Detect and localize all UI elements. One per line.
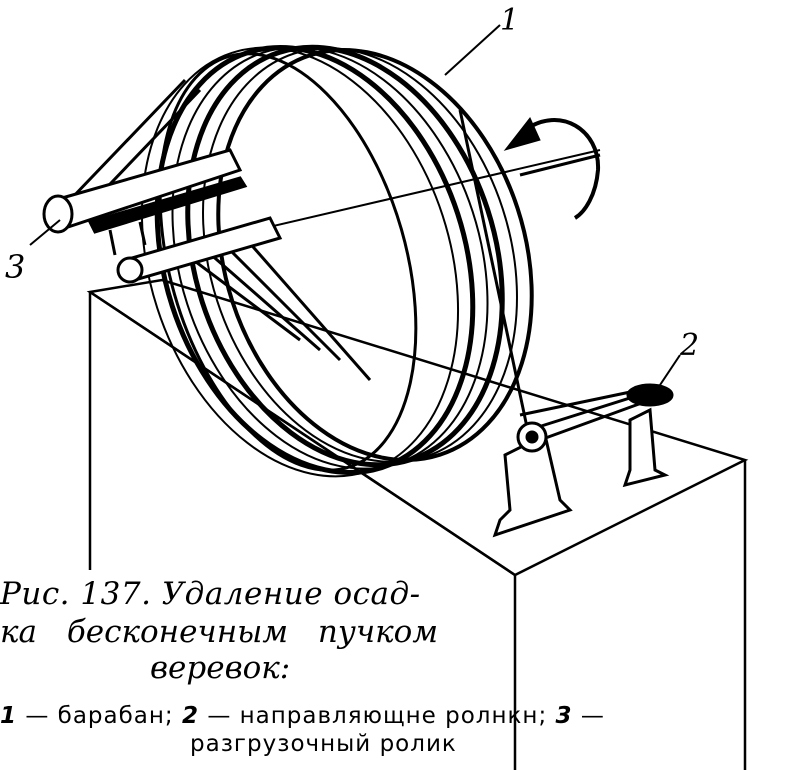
- legend-number-1: 1: [0, 703, 18, 729]
- legend-text-1: — барабан;: [17, 703, 182, 729]
- guide-roller: [622, 383, 674, 488]
- drum: [140, 44, 534, 478]
- caption-line-2: ка бесконечным пучком: [0, 614, 439, 650]
- label-drum: 1: [500, 3, 519, 38]
- label-guide-rollers: 2: [679, 328, 699, 363]
- legend-number-3: 3: [555, 703, 573, 729]
- leader-lines: [29, 24, 681, 386]
- legend-text-3: —: [572, 703, 605, 729]
- label-unloading-roller: 3: [5, 248, 25, 286]
- unloading-roller: [42, 148, 283, 284]
- base-block: [86, 278, 749, 770]
- support-stand: [492, 421, 573, 538]
- legend-line-2: разгрузочный ролик: [190, 731, 457, 757]
- caption-line-1: Рис. 137. Удаление осад-: [0, 576, 421, 612]
- caption-line-3: веревок:: [150, 650, 291, 686]
- legend-text-2: — направляющне ролнкн;: [199, 703, 556, 729]
- legend-line-1: 1 — барабан; 2 — направляющне ролнкн; 3 …: [0, 702, 605, 730]
- legend-number-2: 2: [182, 703, 200, 729]
